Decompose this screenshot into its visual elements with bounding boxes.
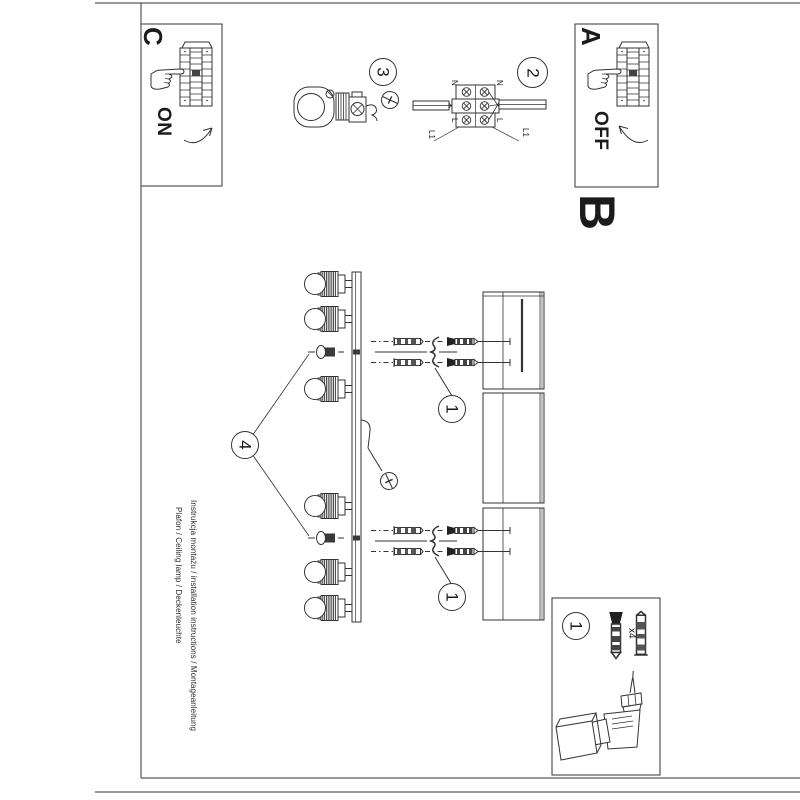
screw-icon bbox=[608, 611, 624, 660]
screwdriver-icon bbox=[378, 88, 402, 112]
switch-on-label: ON bbox=[153, 107, 174, 137]
terminal-l1-right-label: L1 bbox=[521, 128, 530, 137]
cable-gland-icon bbox=[293, 86, 378, 128]
callout-1-fixings-top: 1 bbox=[438, 395, 466, 423]
step-c-label: C bbox=[138, 27, 168, 46]
terminal-l-right-label: L bbox=[495, 118, 504, 123]
callout-1-fixings-bottom: 1 bbox=[438, 583, 466, 611]
ceiling-panel bbox=[482, 291, 545, 621]
terminal-l1-left-label: L1 bbox=[427, 130, 436, 139]
terminal-block-icon bbox=[412, 84, 547, 142]
rotate-arrow-icon bbox=[618, 125, 649, 143]
callout-2-terminal: 2 bbox=[517, 57, 548, 88]
breaker-panel-icon bbox=[179, 41, 213, 107]
mounting-bar bbox=[351, 271, 362, 623]
product-title: Plafon / Ceiling lamp / Deckenleuchte bbox=[174, 507, 183, 644]
drill-icon bbox=[555, 670, 643, 761]
terminal-n-right-label: N bbox=[495, 80, 504, 86]
switch-off-label: OFF bbox=[590, 111, 611, 151]
spotlight-icon bbox=[304, 271, 353, 297]
step-b-label: B bbox=[569, 194, 625, 231]
breaker-panel-icon bbox=[616, 41, 650, 107]
callout-1-parts-box: 1 bbox=[562, 612, 590, 640]
step-a-label: A bbox=[576, 27, 606, 46]
spotlight-icon bbox=[304, 376, 353, 402]
parts-box bbox=[551, 597, 661, 776]
terminal-n-left-label: N bbox=[450, 80, 459, 86]
step-c-box bbox=[140, 23, 223, 187]
spotlight-icon bbox=[304, 559, 353, 585]
spotlight-icon bbox=[304, 306, 353, 332]
spotlight-icon bbox=[304, 595, 353, 621]
wire bbox=[365, 104, 378, 122]
instructions-title: Instrukcja montażu / installation instru… bbox=[189, 500, 198, 732]
rotate-arrow-icon bbox=[183, 127, 213, 144]
callout-3-cable-gland: 3 bbox=[369, 58, 397, 86]
callout-4-knobs: 4 bbox=[231, 431, 259, 459]
spotlight-icon bbox=[304, 493, 353, 519]
fixings-quantity-label: x4 bbox=[626, 628, 637, 639]
step-a-box bbox=[574, 23, 659, 188]
terminal-l-left-label: L bbox=[450, 118, 459, 123]
ceiling-lamp-drawing bbox=[251, 271, 401, 623]
screwdriver-icon bbox=[377, 469, 401, 493]
power-cable bbox=[360, 419, 383, 472]
